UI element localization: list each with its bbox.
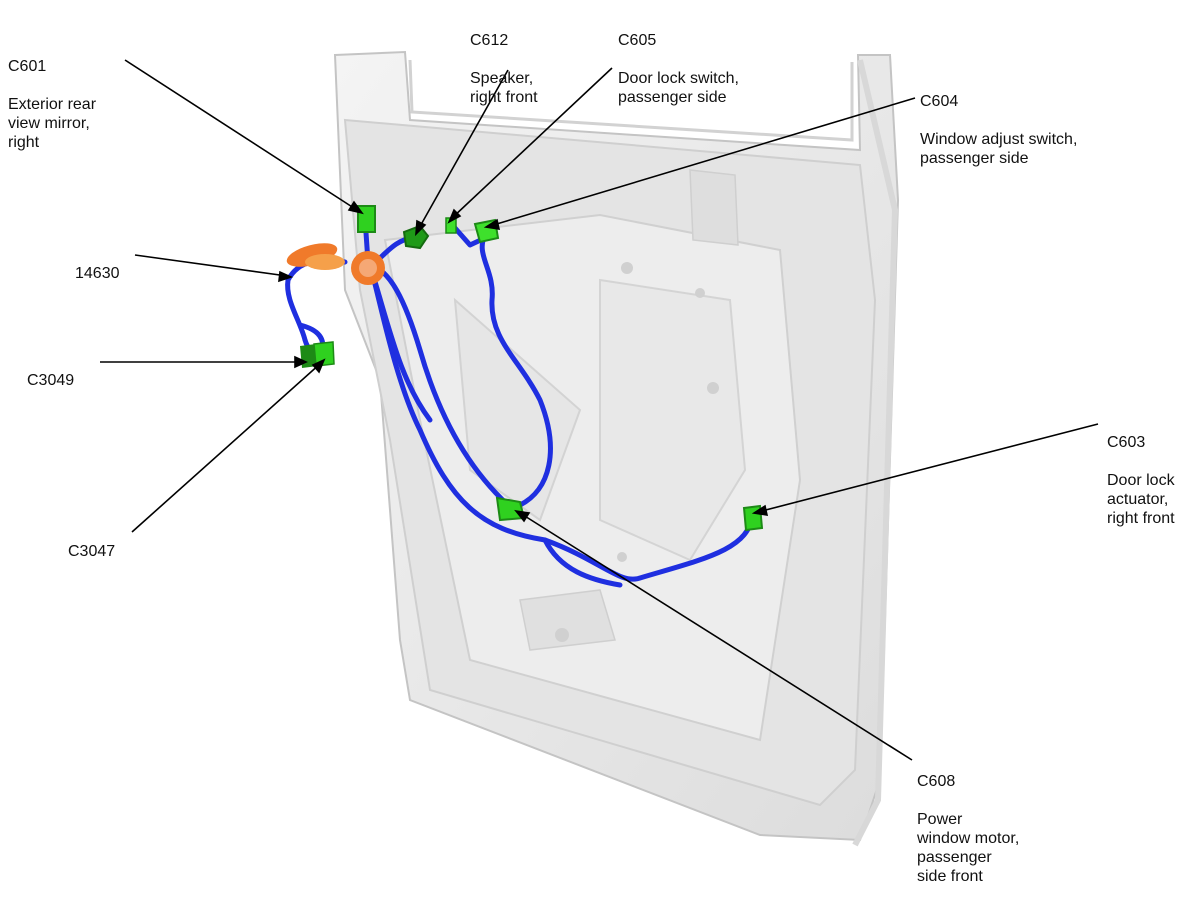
label-desc: Window adjust switch, passenger side (920, 131, 1078, 167)
callout-c3047: C3047 (68, 523, 115, 580)
door-wiring-diagram (100, 50, 1099, 847)
callout-c604: C604 Window adjust switch, passenger sid… (920, 73, 1077, 187)
leader-lines (100, 59, 1099, 761)
label-code: C3047 (68, 543, 116, 560)
label-code: 14630 (75, 265, 120, 282)
label-code: C603 (1107, 434, 1146, 451)
callout-c612: C612 Speaker, right front (470, 12, 538, 126)
door-panel (333, 50, 900, 847)
label-desc: Door lock actuator, right front (1107, 472, 1175, 527)
label-desc: Exterior rear view mirror, right (8, 96, 97, 151)
callout-14630: 14630 (75, 245, 120, 302)
connector-c3047 (313, 341, 335, 367)
callout-c605: C605 Door lock switch, passenger side (618, 12, 739, 126)
label-desc: Door lock switch, passenger side (618, 70, 739, 106)
label-desc: Speaker, right front (470, 70, 538, 106)
callout-c608: C608 Power window motor, passenger side … (917, 753, 1019, 905)
grommet-14630 (286, 243, 385, 285)
label-code: C3049 (27, 372, 75, 389)
callout-c3049: C3049 (27, 352, 74, 409)
label-code: C601 (8, 58, 47, 75)
label-code: C604 (920, 93, 959, 110)
label-code: C608 (917, 773, 956, 790)
label-desc: Power window motor, passenger side front (917, 811, 1020, 885)
callout-c601: C601 Exterior rear view mirror, right (8, 38, 96, 171)
callout-c603: C603 Door lock actuator, right front (1107, 414, 1175, 547)
label-code: C612 (470, 32, 509, 49)
label-code: C605 (618, 32, 657, 49)
